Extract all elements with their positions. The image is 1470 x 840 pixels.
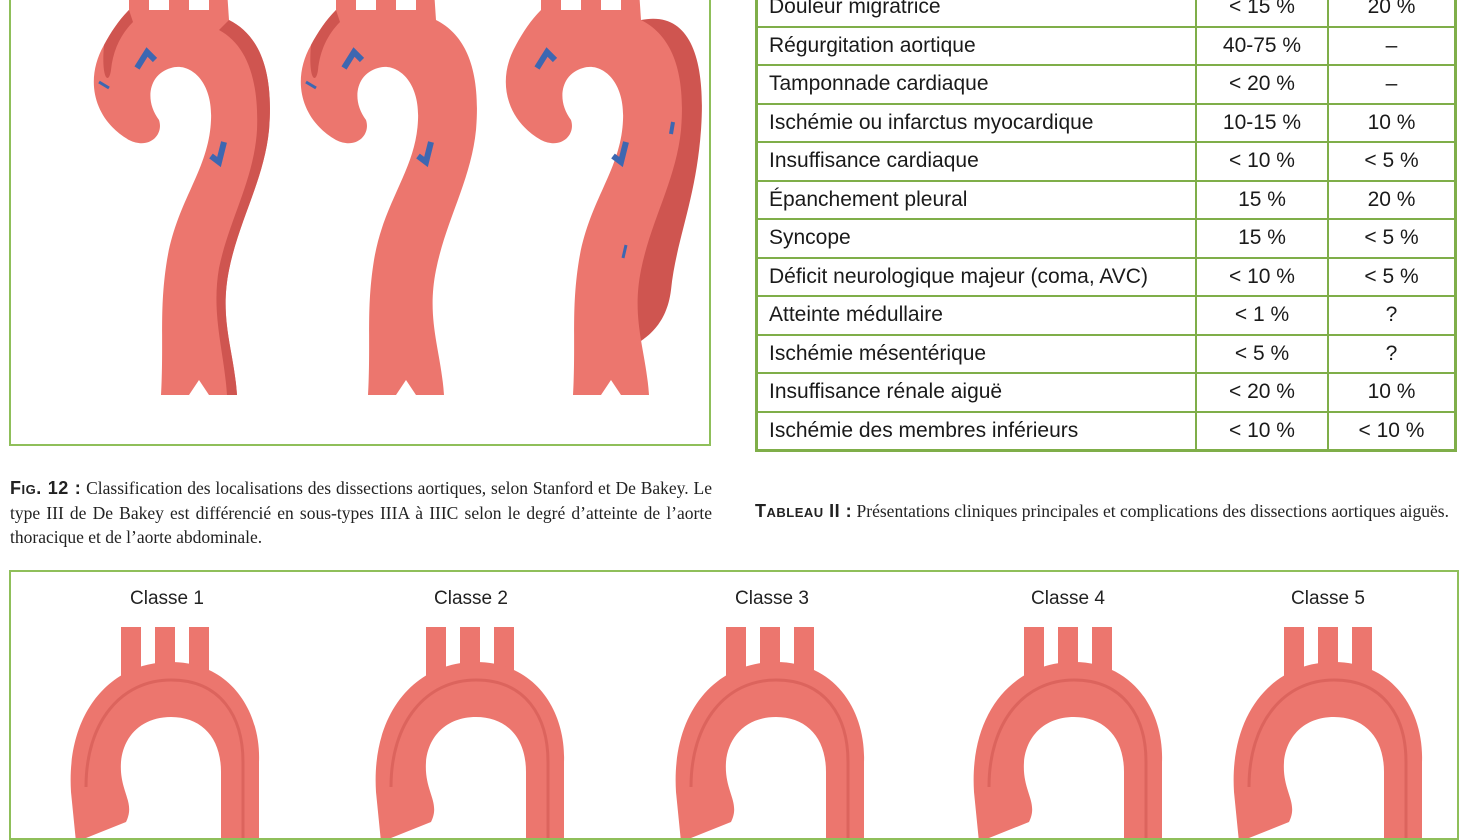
- aortic-arch-classe-5: [1233, 627, 1423, 838]
- table-cell-v2: –: [1327, 25, 1457, 66]
- classes-aorta-arches: [70, 627, 1423, 838]
- table-cell-v1: < 15 %: [1195, 0, 1329, 28]
- table-cell-v2: < 5 %: [1327, 141, 1457, 182]
- classe-label-2: Classe 2: [434, 588, 508, 609]
- table-row: Insuffisance rénale aiguë< 20 %10 %: [755, 372, 1457, 413]
- classe-label-1: Classe 1: [130, 588, 204, 609]
- table-row: Ischémie mésentérique< 5 %?: [755, 333, 1457, 374]
- aorta-type-3: [505, 0, 702, 395]
- tableau2-caption: Tableau II : Présentations cliniques pri…: [755, 499, 1460, 524]
- table-cell-v1: < 10 %: [1195, 410, 1329, 452]
- table-row: Douleur migratrice< 15 %20 %: [755, 0, 1457, 28]
- table-row: Insuffisance cardiaque< 10 %< 5 %: [755, 141, 1457, 182]
- table-cell-v1: < 1 %: [1195, 295, 1329, 336]
- fig12-caption-text: Classification des localisations des dis…: [10, 478, 712, 547]
- table-cell-v1: 10-15 %: [1195, 102, 1329, 143]
- table-cell-label: Tamponnade cardiaque: [755, 64, 1197, 105]
- aorta-diagrams: [93, 0, 702, 395]
- table-cell-v1: < 10 %: [1195, 256, 1329, 297]
- classes-figure: Classe 1 Classe 2 Classe 3 Classe 4 Clas…: [9, 570, 1459, 840]
- table-cell-label: Ischémie des membres inférieurs: [755, 410, 1197, 452]
- aortic-arch-classe-4: [973, 627, 1163, 838]
- table-cell-v2: ?: [1327, 333, 1457, 374]
- clinical-table: Douleur migratrice< 15 %20 %Régurgitatio…: [755, 0, 1457, 452]
- table-cell-v2: ?: [1327, 295, 1457, 336]
- table-cell-v1: < 20 %: [1195, 64, 1329, 105]
- aorta-type-2: [300, 0, 477, 395]
- table-cell-label: Régurgitation aortique: [755, 25, 1197, 66]
- table-cell-v1: 40-75 %: [1195, 25, 1329, 66]
- table-cell-v1: 15 %: [1195, 218, 1329, 259]
- table-row: Ischémie des membres inférieurs< 10 %< 1…: [755, 410, 1457, 452]
- classe-label-5: Classe 5: [1291, 588, 1365, 609]
- aortic-arch-classe-1: [70, 627, 260, 838]
- table-cell-v2: 10 %: [1327, 102, 1457, 143]
- clinical-table-container: Douleur migratrice< 15 %20 %Régurgitatio…: [755, 0, 1457, 452]
- table-cell-label: Insuffisance rénale aiguë: [755, 372, 1197, 413]
- table-cell-v2: –: [1327, 64, 1457, 105]
- aortic-arch-classe-2: [375, 627, 565, 838]
- table-cell-v1: 15 %: [1195, 179, 1329, 220]
- table-row: Atteinte médullaire< 1 %?: [755, 295, 1457, 336]
- table-cell-label: Épanchement pleural: [755, 179, 1197, 220]
- fig12-caption: Fig. 12 : Classification des localisatio…: [10, 476, 712, 550]
- table-cell-v1: < 10 %: [1195, 141, 1329, 182]
- classe-label-4: Classe 4: [1031, 588, 1105, 609]
- table-cell-v2: 20 %: [1327, 179, 1457, 220]
- table-cell-label: Atteinte médullaire: [755, 295, 1197, 336]
- classe-label-3: Classe 3: [735, 588, 809, 609]
- aorta-type-1: [93, 0, 270, 395]
- table-cell-v1: < 5 %: [1195, 333, 1329, 374]
- tableau2-caption-tag: Tableau II :: [755, 501, 853, 521]
- table-cell-label: Insuffisance cardiaque: [755, 141, 1197, 182]
- table-cell-label: Ischémie ou infarctus myocardique: [755, 102, 1197, 143]
- table-cell-label: Déficit neurologique majeur (coma, AVC): [755, 256, 1197, 297]
- table-cell-v2: < 5 %: [1327, 218, 1457, 259]
- fig12-caption-tag: Fig. 12 :: [10, 478, 82, 498]
- table-row: Déficit neurologique majeur (coma, AVC)<…: [755, 256, 1457, 297]
- fig12-illustration: [9, 0, 711, 446]
- table-cell-v2: 20 %: [1327, 0, 1457, 28]
- table-cell-label: Ischémie mésentérique: [755, 333, 1197, 374]
- aortic-arch-classe-3: [675, 627, 865, 838]
- table-row: Tamponnade cardiaque< 20 %–: [755, 64, 1457, 105]
- table-cell-label: Douleur migratrice: [755, 0, 1197, 28]
- tableau2-caption-text: Présentations cliniques principales et c…: [856, 501, 1449, 521]
- table-cell-v2: < 10 %: [1327, 410, 1457, 452]
- table-cell-label: Syncope: [755, 218, 1197, 259]
- table-cell-v2: < 5 %: [1327, 256, 1457, 297]
- table-cell-v2: 10 %: [1327, 372, 1457, 413]
- table-cell-v1: < 20 %: [1195, 372, 1329, 413]
